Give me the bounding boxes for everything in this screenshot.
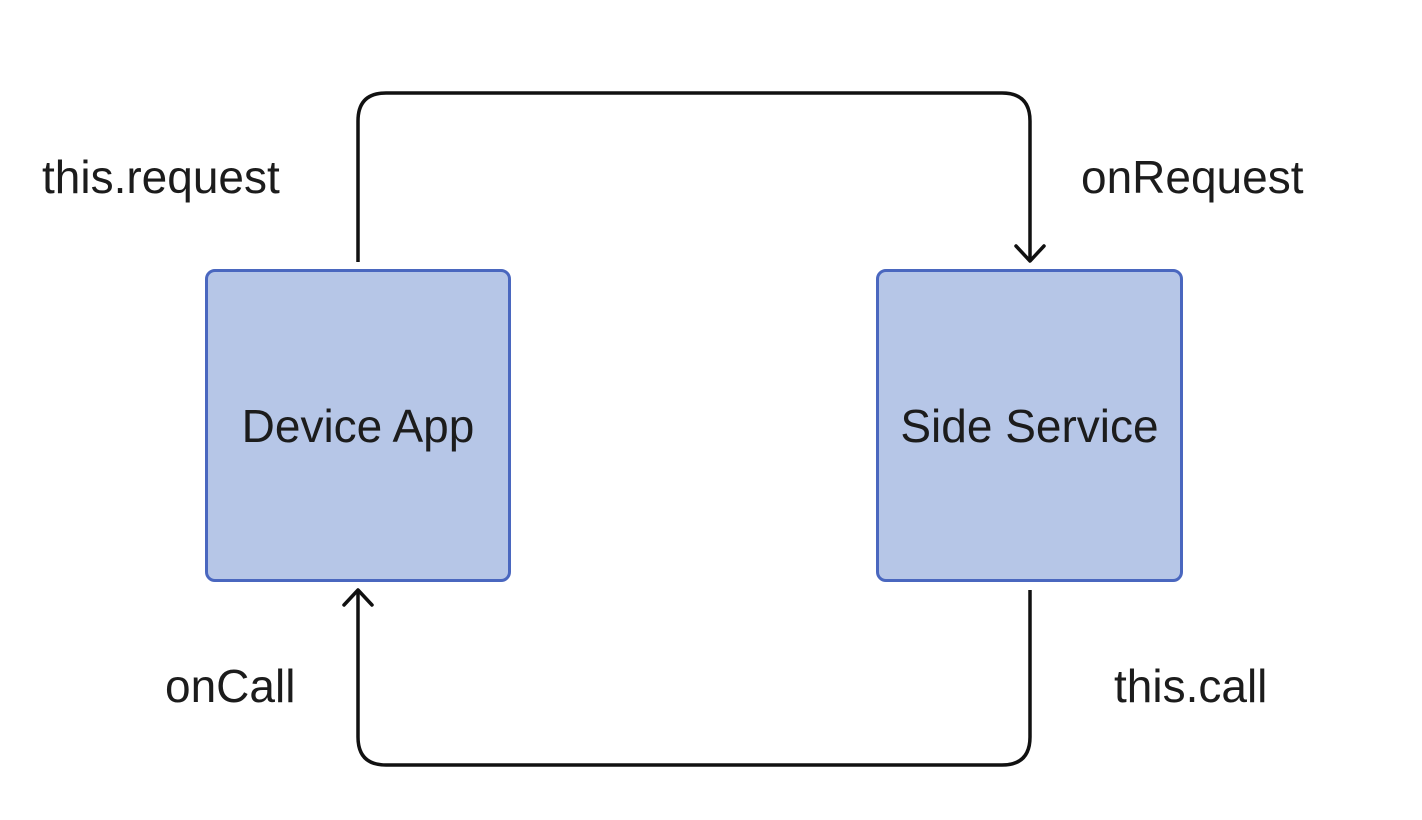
side-service-node: Side Service — [876, 269, 1183, 582]
on-request-label: onRequest — [1081, 151, 1304, 203]
device-app-label: Device App — [241, 399, 475, 452]
call-edge — [356, 590, 1032, 767]
this-call-label: this.call — [1114, 660, 1268, 712]
device-app-node: Device App — [205, 269, 511, 582]
this-request-label: this.request — [42, 151, 280, 203]
on-call-label: onCall — [165, 660, 296, 712]
request-arrowhead-icon — [1014, 244, 1046, 263]
side-service-label: Side Service — [900, 399, 1159, 452]
call-arrowhead-icon — [342, 588, 374, 607]
request-edge — [356, 91, 1032, 262]
